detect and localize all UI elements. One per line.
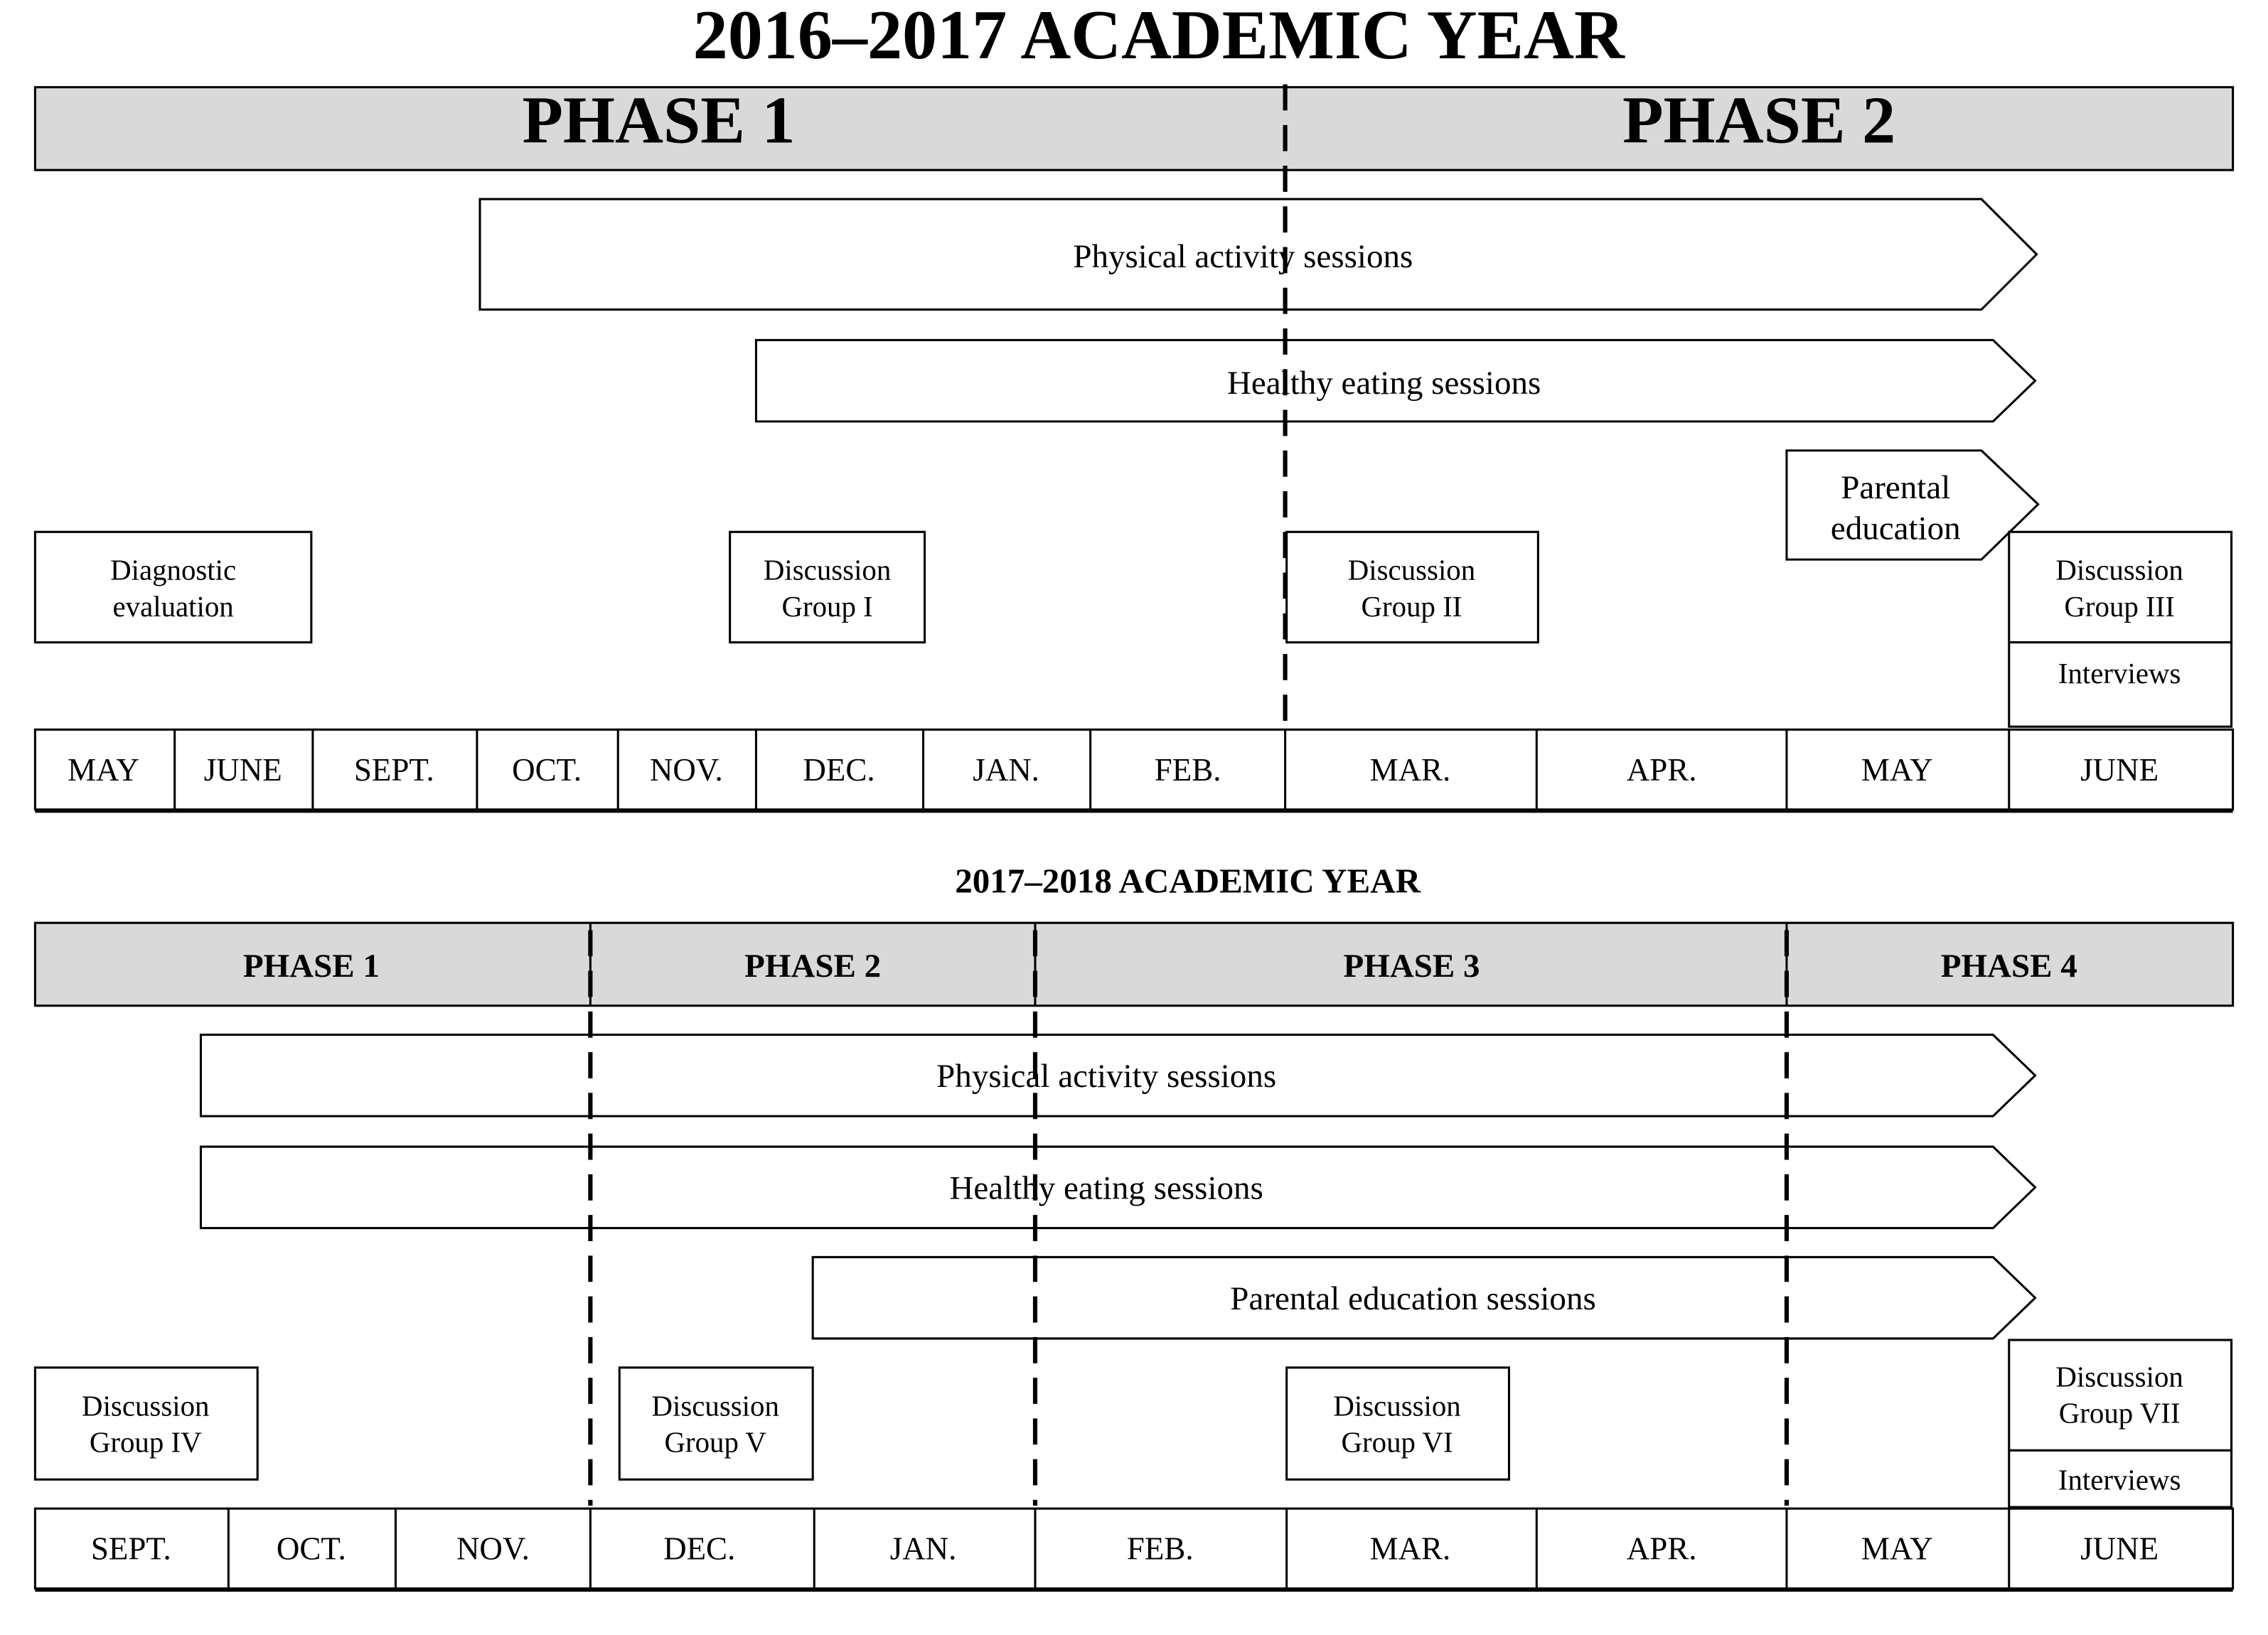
- discussion-group-1-line1: Discussion: [764, 554, 891, 586]
- month-may-3: MAY: [1861, 1531, 1933, 1567]
- healthy-eating-arrow: [754, 338, 2037, 423]
- discussion-group-2-box: [1285, 530, 1539, 644]
- discussion-group-3-line1: Discussion: [2055, 554, 2183, 586]
- month-apr: APR.: [1627, 752, 1697, 788]
- interviews-label-2: Interviews: [2058, 1464, 2181, 1496]
- month-jan-2: JAN.: [890, 1531, 957, 1567]
- phase-2-label: PHASE 2: [1622, 83, 1895, 157]
- discussion-group-4-line2: Group IV: [90, 1426, 202, 1458]
- phase-1-label: PHASE 1: [522, 83, 795, 157]
- phase-1-label-2: PHASE 1: [243, 948, 380, 985]
- year-title: 2016–2017 ACADEMIC YEAR: [693, 0, 1625, 74]
- phase-bar-2: [33, 921, 2235, 1007]
- discussion-group-1-line2: Group I: [781, 591, 872, 623]
- physical-activity-label: Physical activity sessions: [1073, 238, 1413, 275]
- discussion-group-6-line2: Group VI: [1342, 1426, 1453, 1458]
- discussion-group-3-line2: Group III: [2064, 591, 2175, 623]
- month-may: MAY: [68, 752, 139, 788]
- discussion-group-7-box: [2008, 1339, 2233, 1452]
- month-dec: DEC.: [803, 752, 874, 788]
- month-feb-2: FEB.: [1127, 1531, 1194, 1567]
- interviews-label: Interviews: [2058, 658, 2181, 690]
- month-may-2: MAY: [1861, 752, 1933, 788]
- discussion-group-1-box: [729, 530, 926, 644]
- phase-bar: [33, 86, 2235, 171]
- healthy-eating-arrow-2: [199, 1145, 2037, 1230]
- diagnostic-evaluation-line1: Diagnostic: [110, 554, 236, 586]
- physical-activity-label-2: Physical activity sessions: [936, 1058, 1276, 1095]
- parental-education-arrow-2: [811, 1255, 2037, 1340]
- phase-4-label-2: PHASE 4: [1941, 948, 2077, 985]
- month-apr-2: APR.: [1627, 1531, 1697, 1567]
- year-title-2: 2017–2018 ACADEMIC YEAR: [955, 861, 1421, 900]
- discussion-group-5-line2: Group V: [664, 1426, 766, 1458]
- month-dec-2: DEC.: [663, 1531, 735, 1567]
- month-oct-2: OCT.: [277, 1531, 346, 1567]
- month-row: [33, 728, 2235, 813]
- month-mar: MAR.: [1370, 752, 1451, 788]
- discussion-group-2-line1: Discussion: [1348, 554, 1475, 586]
- healthy-eating-label-2: Healthy eating sessions: [949, 1170, 1263, 1207]
- discussion-group-7-line2: Group VII: [2059, 1398, 2181, 1430]
- discussion-group-2-line2: Group II: [1362, 591, 1462, 623]
- discussion-group-4-box: [33, 1366, 259, 1481]
- healthy-eating-label: Healthy eating sessions: [1227, 365, 1541, 402]
- diagnostic-evaluation-line2: evaluation: [112, 591, 233, 623]
- diagnostic-evaluation-box: [33, 530, 313, 644]
- discussion-group-5-box: [618, 1366, 814, 1481]
- discussion-group-6-box: [1285, 1366, 1510, 1481]
- discussion-group-4-line1: Discussion: [82, 1390, 209, 1422]
- year-2017-2018: 2017–2018 ACADEMIC YEAR PHASE 1 PHASE 2 …: [33, 861, 2235, 1592]
- parental-education-label-line2: education: [1831, 510, 1961, 547]
- month-nov-2: NOV.: [456, 1531, 530, 1567]
- parental-education-label-line1: Parental: [1841, 469, 1950, 506]
- month-oct: OCT.: [512, 752, 582, 788]
- month-mar-2: MAR.: [1370, 1531, 1451, 1567]
- interviews-box-2: [2008, 1449, 2233, 1508]
- month-nov: NOV.: [650, 752, 723, 788]
- physical-activity-arrow: [478, 198, 2038, 311]
- interviews-box: [2008, 641, 2233, 728]
- month-sept-2: SEPT.: [91, 1531, 171, 1567]
- month-jan: JAN.: [973, 752, 1039, 788]
- discussion-group-6-line1: Discussion: [1333, 1390, 1460, 1422]
- discussion-group-3-box: [2008, 530, 2233, 644]
- month-june-2: JUNE: [2080, 752, 2159, 788]
- phase-3-label-2: PHASE 3: [1343, 948, 1480, 985]
- month-sept: SEPT.: [354, 752, 434, 788]
- month-feb: FEB.: [1155, 752, 1221, 788]
- discussion-group-7-line1: Discussion: [2055, 1361, 2183, 1393]
- month-june-3: JUNE: [2080, 1531, 2159, 1567]
- phase-2-label-2: PHASE 2: [744, 948, 881, 985]
- month-row-2: [33, 1507, 2235, 1592]
- physical-activity-arrow-2: [199, 1034, 2037, 1117]
- year-2016-2017: 2016–2017 ACADEMIC YEAR PHASE 1 PHASE 2 …: [33, 0, 2235, 813]
- discussion-group-5-line1: Discussion: [651, 1390, 779, 1422]
- parental-education-label-2: Parental education sessions: [1230, 1280, 1595, 1317]
- month-june: JUNE: [204, 752, 282, 788]
